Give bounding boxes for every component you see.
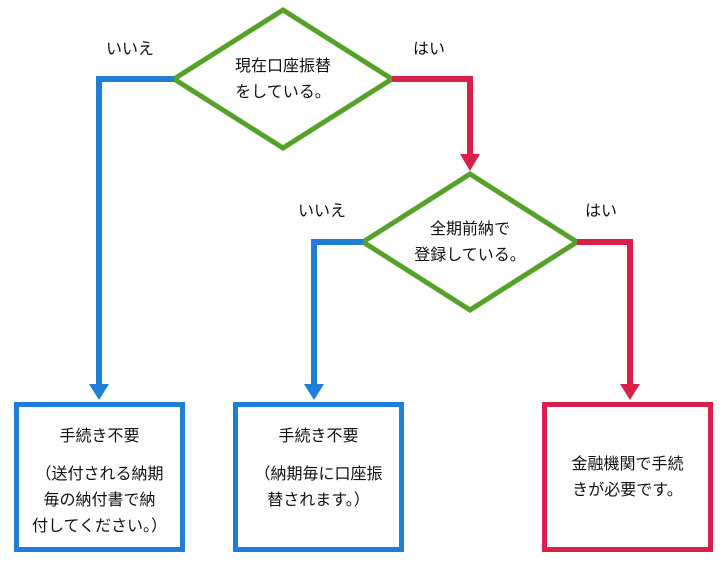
outcome-1-note-line-3: 付してください。） [31,516,168,535]
decision-2-line-1: 全期前納で [429,219,510,238]
decision-2-yes-label: はい [585,201,618,220]
outcome-3-text: 金融機関で手続 きが必要です。 [547,451,708,503]
outcome-1-box: 手続き不要 （送付される納期 毎の納付書で納 付してください。） [14,402,185,552]
outcome-3-line-1: 金融機関で手続 [571,454,684,473]
decision-1-line-2: をしている。 [235,82,331,101]
decision-2-line-2: 登録している。 [414,245,526,264]
decision-1-yes-label: はい [413,39,446,58]
outcome-2-note-line-1: （納期毎に口座振 [254,464,383,483]
outcome-2-title: 手続き不要 [278,426,359,445]
decision-2-diamond [358,171,582,313]
decision-2-no-arrowhead [304,384,324,400]
outcome-1-note: （送付される納期 毎の納付書で納 付してください。） [19,461,180,539]
decision-2-label: 全期前納で 登録している。 [400,216,540,268]
decision-2-no-label: いいえ [298,201,347,220]
decision-1-no-arrowhead [89,384,109,400]
outcome-1-note-line-2: 毎の納付書で納 [43,490,156,509]
outcome-3-box: 金融機関で手続 きが必要です。 [542,402,713,552]
outcome-2-box: 手続き不要 （納期毎に口座振 替されます。） [233,402,404,552]
outcome-2-note: （納期毎に口座振 替されます。） [238,461,399,513]
decision-1-no-label: いいえ [106,39,155,58]
decision-2-yes-connector [577,239,633,386]
decision-1-line-1: 現在口座振替 [234,56,331,75]
outcome-3-line-2: きが必要です。 [572,480,683,499]
decision-2-yes-arrowhead [620,384,640,400]
decision-1-yes-arrowhead [460,154,480,171]
decision-1-yes-connector [392,76,473,155]
outcome-1-note-line-1: （送付される納期 [35,464,164,483]
decision-1-diamond [169,7,397,151]
decision-2-no-connector [311,239,363,386]
decision-1-no-connector [96,76,174,386]
outcome-2-note-line-2: 替されます。） [267,490,370,509]
decision-1-label: 現在口座振替 をしている。 [213,53,353,105]
outcome-1-title: 手続き不要 [59,426,140,445]
